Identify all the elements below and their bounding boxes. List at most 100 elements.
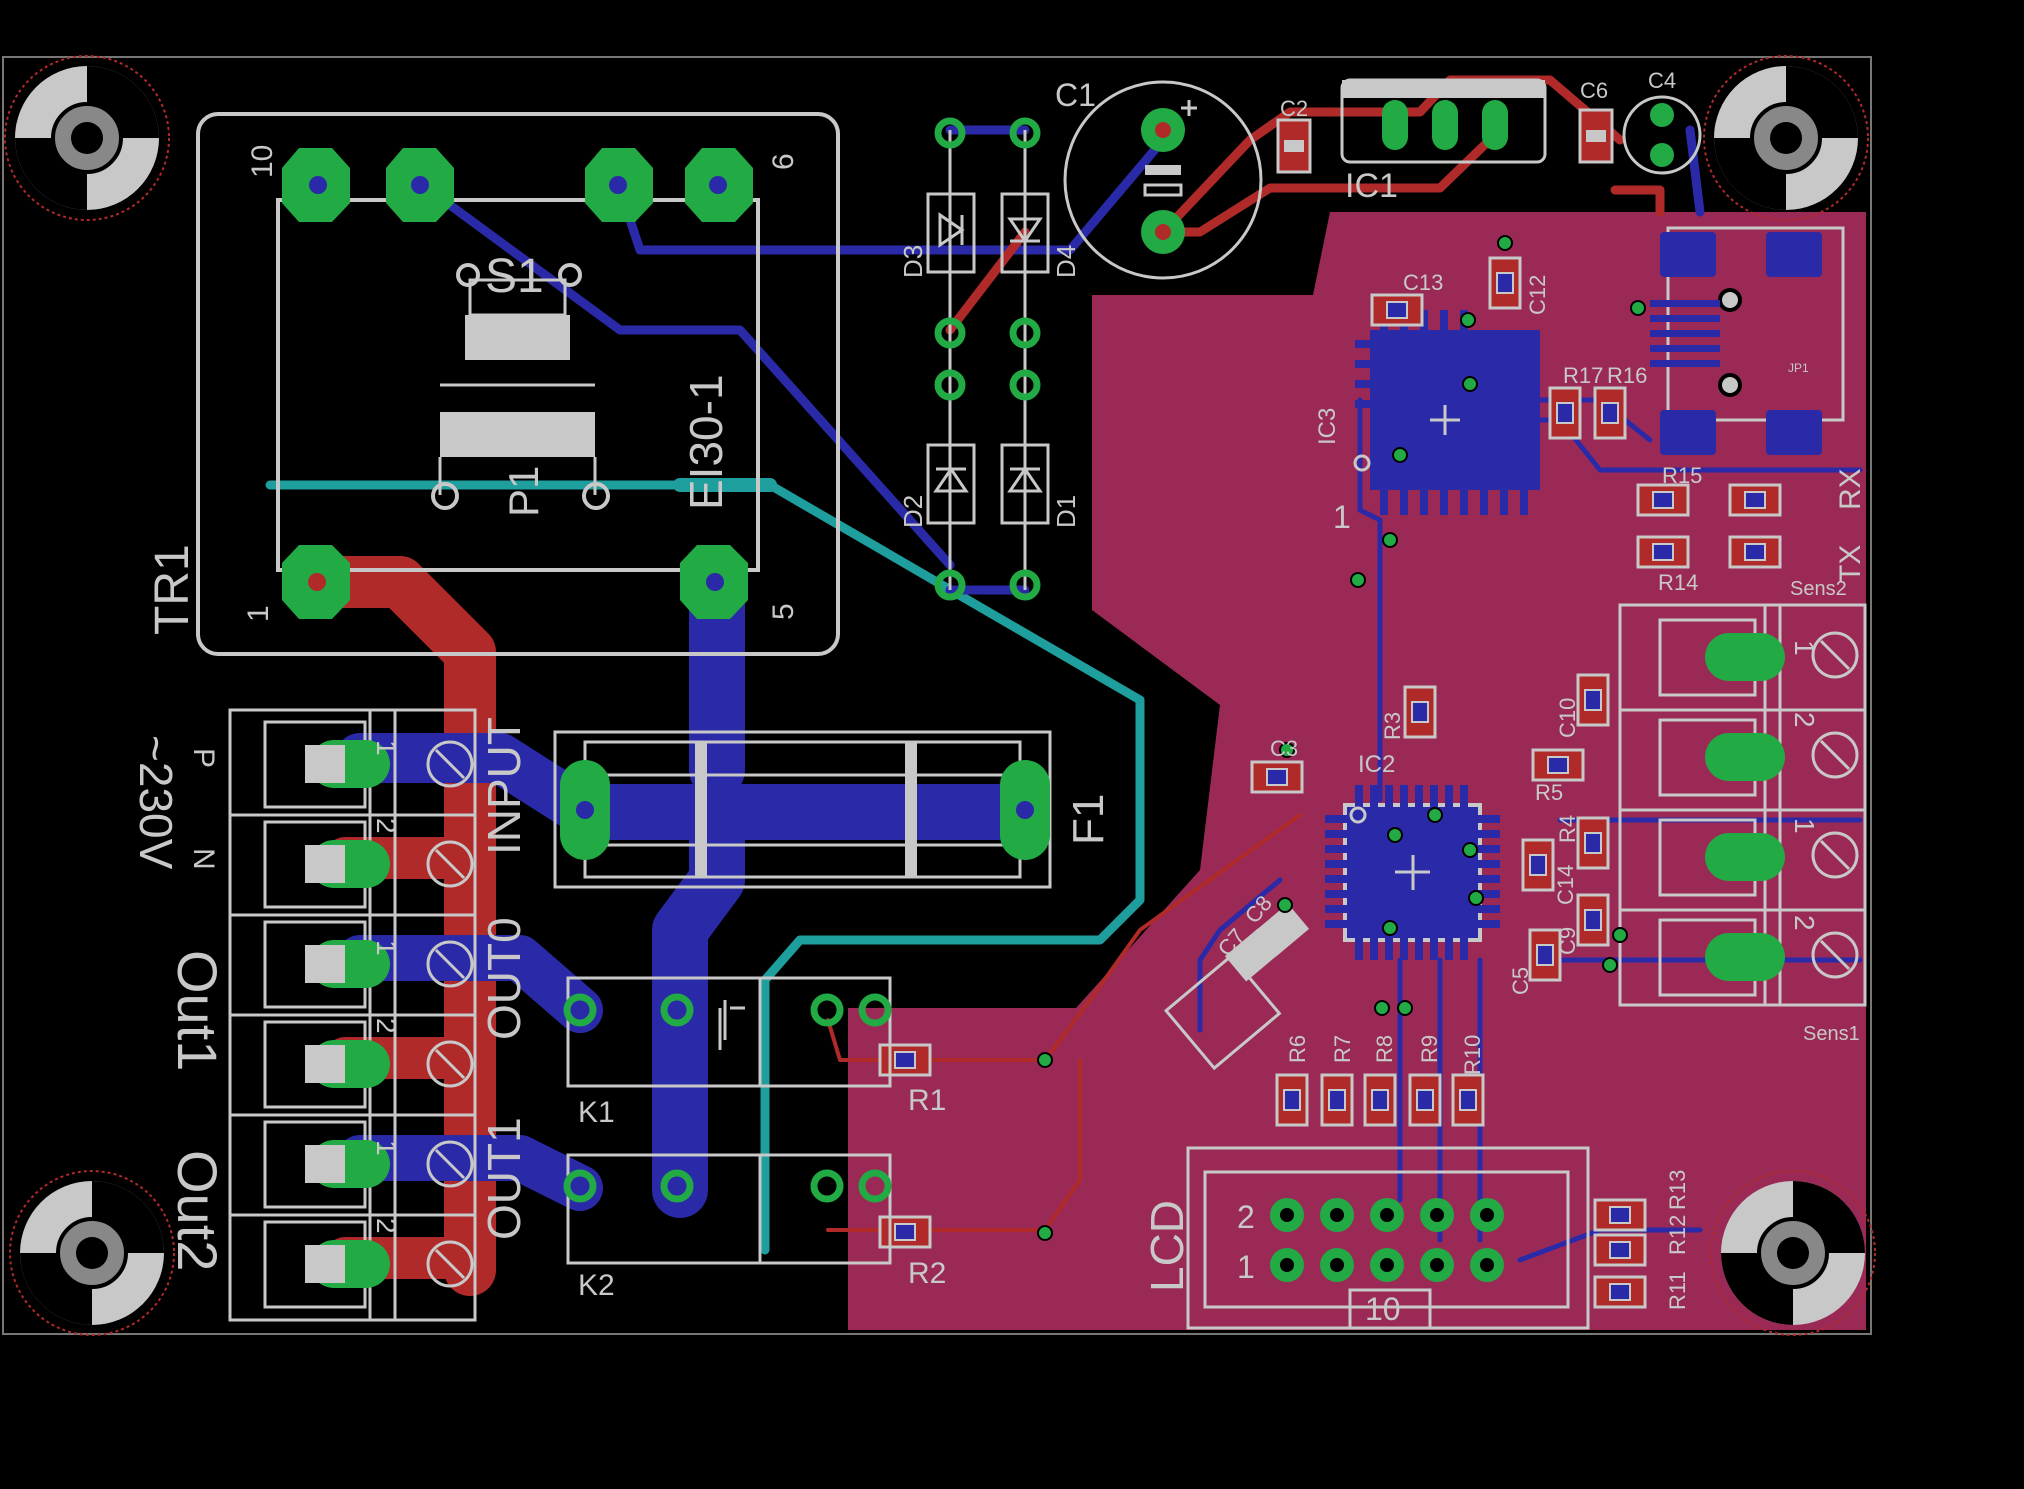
label-term-2c: 2 — [371, 1218, 402, 1234]
smd-r14b — [1728, 535, 1782, 569]
label-ic3-pin1: 1 — [1333, 499, 1351, 535]
label-tr1-pin6: 6 — [767, 153, 800, 170]
smd-c13 — [1370, 293, 1424, 327]
label-p: P — [187, 748, 220, 768]
label-c10: C10 — [1555, 698, 1580, 738]
label-term-2b: 2 — [371, 1018, 402, 1034]
label-ic1: IC1 — [1345, 167, 1398, 205]
smd-r15 — [1636, 483, 1690, 517]
smd-r8 — [1363, 1073, 1397, 1127]
label-n: N — [187, 848, 220, 870]
vias — [1037, 235, 1646, 1241]
smd-c9 — [1576, 893, 1610, 947]
label-term-1c: 1 — [371, 1140, 402, 1156]
label-sens2: Sens2 — [1790, 578, 1847, 600]
label-ic3: IC3 — [1314, 408, 1341, 445]
label-d2: D2 — [898, 495, 928, 528]
label-c13: C13 — [1403, 270, 1443, 295]
label-c6: C6 — [1580, 78, 1608, 103]
transformer-tr1 — [196, 112, 840, 656]
label-r17: R17 — [1563, 363, 1603, 388]
label-c14: C14 — [1553, 865, 1578, 905]
smd-c14 — [1521, 838, 1555, 892]
label-sens-pin2b: 2 — [1789, 915, 1820, 931]
capacitor-c1 — [1063, 80, 1263, 280]
label-tr1-pin1: 1 — [242, 605, 275, 622]
label-out0: OUT0 — [478, 917, 530, 1040]
smd-r9 — [1408, 1073, 1442, 1127]
label-c3: C3 — [1270, 736, 1298, 761]
label-r4: R4 — [1555, 815, 1580, 843]
label-p1: P1 — [500, 466, 547, 517]
label-c12: C12 — [1525, 275, 1550, 315]
label-r11: R11 — [1665, 1271, 1690, 1310]
smd-r16 — [1593, 386, 1627, 440]
label-tx: TX — [1834, 545, 1867, 583]
smd-c5 — [1528, 928, 1562, 982]
label-input: INPUT — [478, 717, 530, 855]
smd-r15b — [1728, 483, 1782, 517]
label-d3: D3 — [898, 245, 928, 278]
label-lcd-pin1: 1 — [1237, 1249, 1255, 1285]
label-r7: R7 — [1330, 1035, 1355, 1063]
label-r16: R16 — [1607, 363, 1647, 388]
smd-r14 — [1636, 535, 1690, 569]
board-outline — [2, 56, 1872, 1335]
smd-r6 — [1275, 1073, 1309, 1127]
label-c4: C4 — [1648, 68, 1676, 93]
smd-parts — [878, 256, 1782, 1309]
label-r10: R10 — [1460, 1035, 1485, 1075]
smd-c-r11 — [1593, 1275, 1647, 1309]
smd-c10 — [1576, 673, 1610, 727]
label-f1: F1 — [1064, 794, 1113, 845]
label-c9: C9 — [1555, 927, 1580, 955]
lcd-connector — [1186, 1146, 1590, 1330]
label-sens-pin1b: 1 — [1789, 818, 1820, 834]
label-tr1-pin10: 10 — [246, 145, 279, 178]
smd-c12 — [1488, 256, 1522, 310]
smd-r3 — [1403, 685, 1437, 739]
label-d4: D4 — [1051, 245, 1081, 278]
ic3-chip — [1353, 310, 1540, 515]
label-d1: D1 — [1051, 495, 1081, 528]
label-tr1: TR1 — [146, 544, 199, 635]
copper-pour — [848, 212, 1866, 1330]
label-r3: R3 — [1380, 712, 1405, 740]
label-lcd-pin10: 10 — [1365, 1291, 1401, 1327]
smd-c-r12 — [1593, 1233, 1647, 1267]
label-r14: R14 — [1658, 570, 1698, 595]
label-rx: RX — [1834, 468, 1867, 510]
mounting-hole-bottom-left — [9, 1170, 175, 1336]
label-c2: C2 — [1280, 96, 1308, 121]
smd-r5 — [1531, 748, 1585, 782]
terminal-blocks-left — [228, 708, 477, 1322]
fuse-f1 — [553, 730, 1052, 889]
smd-r17 — [1548, 386, 1582, 440]
mounting-hole-top-right — [1703, 55, 1869, 221]
label-jp1: JP1 — [1788, 361, 1809, 375]
label-term-2a: 2 — [371, 818, 402, 834]
mounting-hole-top-left — [4, 55, 170, 221]
label-sens1: Sens1 — [1803, 1023, 1860, 1045]
label-tr1-pin5: 5 — [767, 603, 800, 620]
tr1-pads — [282, 148, 753, 619]
label-sens-pin1a: 1 — [1789, 640, 1820, 656]
label-term-1a: 1 — [371, 740, 402, 756]
diode-bridge — [926, 117, 1050, 601]
label-k1: K1 — [578, 1096, 615, 1129]
smd-r7 — [1320, 1073, 1354, 1127]
label-r2: R2 — [908, 1257, 946, 1290]
label-r5: R5 — [1535, 780, 1563, 805]
label-r12: R12 — [1665, 1215, 1690, 1255]
mounting-hole-bottom-right — [1710, 1170, 1876, 1336]
label-lcd: LCD — [1141, 1200, 1193, 1292]
smd-caps-top — [1276, 95, 1702, 175]
ic2-chip — [1325, 785, 1500, 960]
relays — [563, 976, 892, 1265]
label-ic2: IC2 — [1358, 751, 1395, 778]
label-lcd-pin2: 2 — [1237, 1199, 1255, 1235]
label-r8: R8 — [1372, 1035, 1397, 1063]
label-r15: R15 — [1662, 463, 1702, 488]
label-s1: S1 — [485, 250, 544, 303]
